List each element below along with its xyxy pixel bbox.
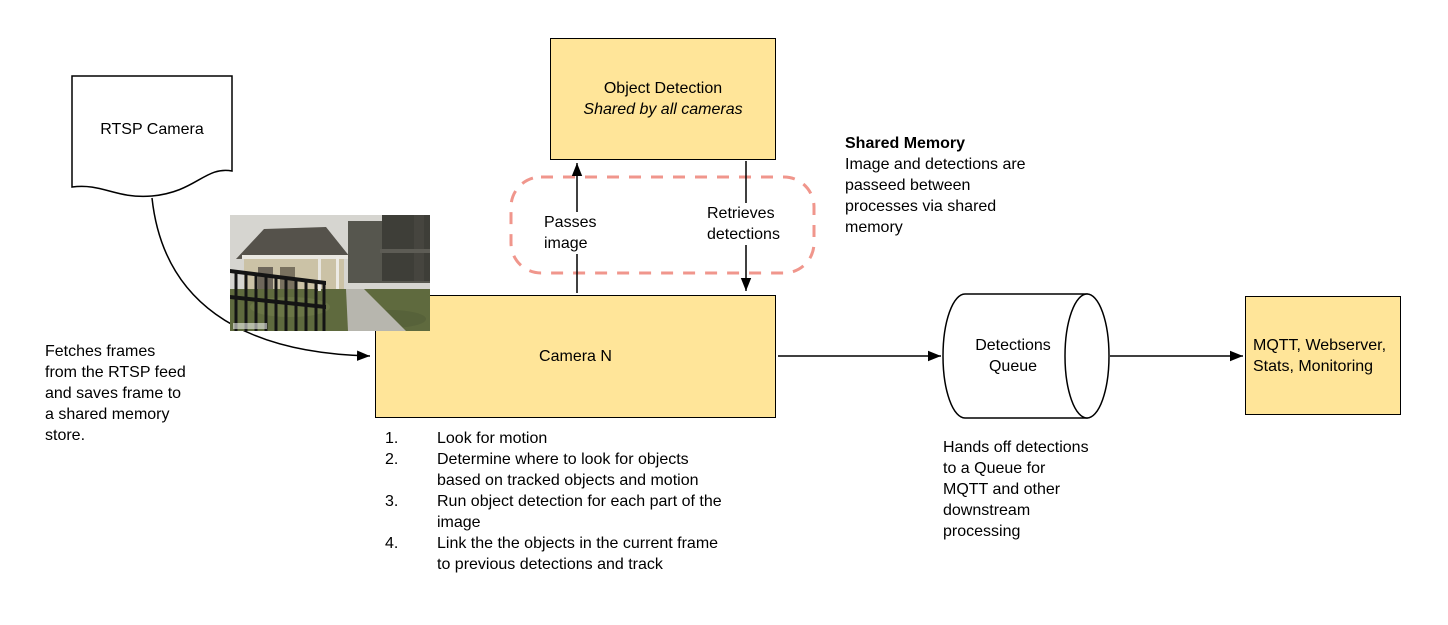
photo-fascia <box>242 255 348 259</box>
photo-watermark <box>233 323 267 329</box>
photo-downspout <box>336 257 339 291</box>
detections-queue-label: Detections Queue <box>975 337 1051 375</box>
object-detection-title: Object Detection <box>603 80 723 97</box>
rtsp-note: Fetches frames from the RTSP feed and sa… <box>45 343 186 444</box>
photo-porch-post <box>414 215 424 281</box>
camera-steps-list: Look for motion Determine where to look … <box>383 428 730 575</box>
outputs-label: MQTT, Webserver, Stats, Monitoring <box>1253 336 1387 375</box>
object-detection-node: Object Detection Shared by all cameras <box>550 38 776 160</box>
photo-roof <box>236 227 350 259</box>
photo-porch-rail <box>380 249 430 253</box>
camera-snapshot <box>230 215 430 331</box>
retrieves-detections-label: Retrieves detections <box>706 203 792 245</box>
rtsp-camera-label: RTSP Camera <box>100 121 204 138</box>
camera-n-label: Camera N <box>539 348 612 365</box>
rtsp-to-camera-arrow <box>151 197 371 361</box>
passes-image-label: Passes image <box>543 212 607 254</box>
shared-memory-region <box>509 175 816 275</box>
camera-step: Look for motion <box>385 428 548 449</box>
detections-queue-body <box>942 293 1088 419</box>
detections-queue-cap <box>1064 293 1110 419</box>
photo-pole <box>318 259 321 291</box>
photo-sidewalk <box>346 289 406 331</box>
rtsp-camera-shape <box>71 75 233 198</box>
camera-step: Determine where to look for objects base… <box>385 449 699 489</box>
camera-step: Link the the objects in the current fram… <box>385 533 719 573</box>
shared-memory-note-title: Shared Memory <box>845 135 966 152</box>
photo-fence <box>230 269 326 331</box>
camera-step: Run object detection for each part of th… <box>385 491 722 531</box>
shared-memory-note-body: Image and detections are passeed between… <box>845 156 1026 236</box>
outputs-node: MQTT, Webserver, Stats, Monitoring <box>1245 296 1401 415</box>
object-detection-subtitle: Shared by all cameras <box>583 101 743 118</box>
camera-n-node: Camera N <box>375 295 776 418</box>
queue-note: Hands off detections to a Queue for MQTT… <box>943 439 1089 540</box>
shared-memory-note: Shared Memory Image and detections are p… <box>845 133 1027 238</box>
